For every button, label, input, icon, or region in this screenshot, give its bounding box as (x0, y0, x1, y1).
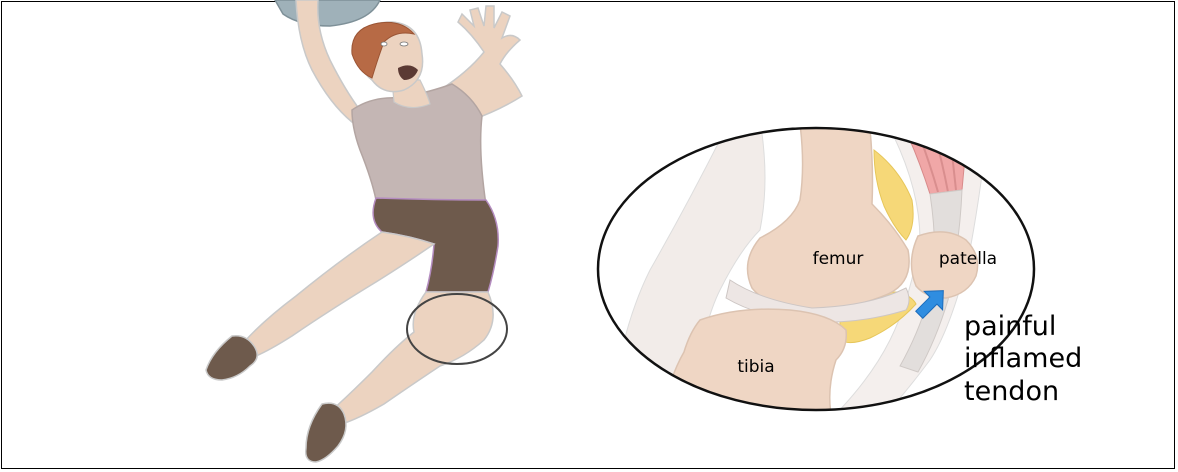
back-shoe (206, 336, 257, 380)
femur-label: femur (813, 249, 864, 269)
front-leg (330, 292, 493, 424)
front-shoe (306, 403, 346, 462)
back-leg (244, 232, 434, 356)
callout-line-2: inflamed (964, 343, 1082, 374)
knee-cross-section: femur patella tibia painful inflamed ten… (598, 110, 1082, 420)
basketball (275, 0, 380, 26)
callout-line-3: tendon (964, 376, 1059, 407)
callout-line-1: painful (964, 311, 1056, 342)
patella-label: patella (939, 249, 997, 269)
basketball-player (206, 0, 522, 462)
tibia-label: tibia (737, 357, 774, 377)
eye (381, 42, 387, 46)
eye (400, 42, 408, 46)
